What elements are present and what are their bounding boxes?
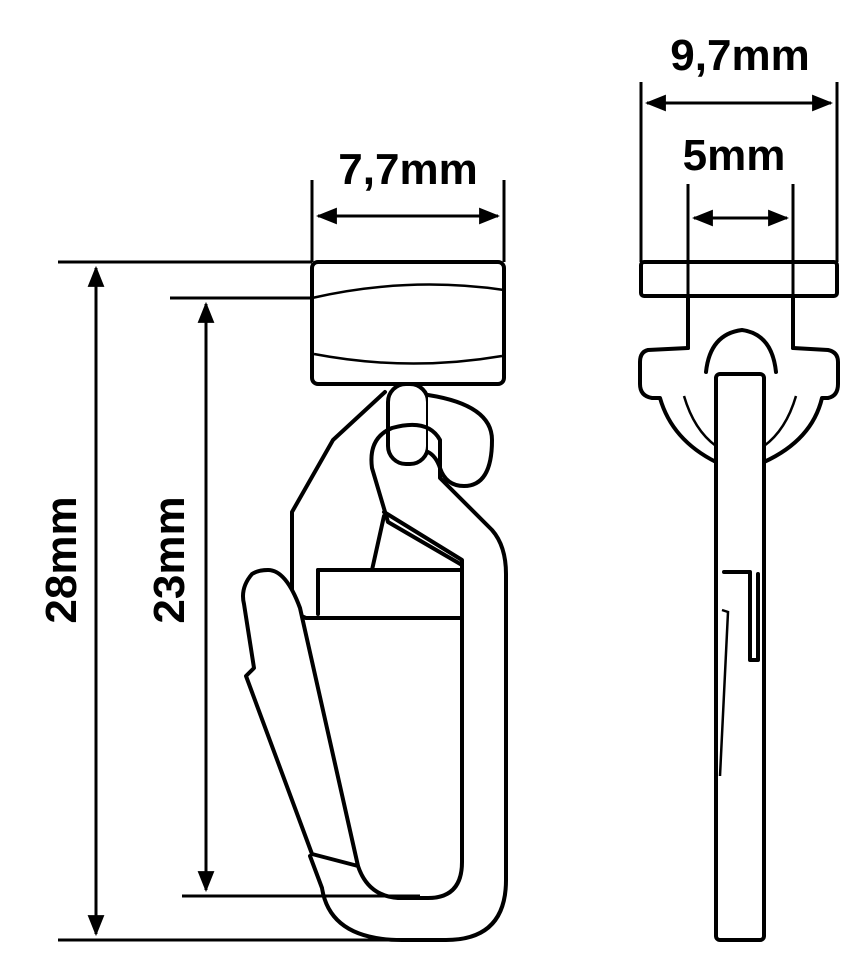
side-top-plate xyxy=(639,260,839,298)
front-hook-inner xyxy=(356,510,464,900)
front-clip-wedge xyxy=(316,514,464,616)
side-blade xyxy=(714,372,766,942)
label-slider-width: 7,7mm xyxy=(338,145,477,194)
label-side-width: 9,7mm xyxy=(670,31,809,80)
front-slider xyxy=(310,260,506,386)
dim-neck-width: 5mm xyxy=(683,131,795,296)
front-latch-arm xyxy=(241,568,360,868)
label-neck-width: 5mm xyxy=(683,131,786,180)
dim-side-width: 9,7mm xyxy=(639,31,839,262)
side-view xyxy=(638,260,840,942)
dim-hook-height: 23mm xyxy=(145,296,420,898)
front-swivel-stem xyxy=(386,382,494,488)
dim-total-height: 28mm xyxy=(37,260,402,942)
label-total-height: 28mm xyxy=(37,496,86,623)
label-hook-height: 23mm xyxy=(145,496,194,623)
front-view xyxy=(241,260,508,942)
dim-slider-width: 7,7mm xyxy=(310,145,506,262)
